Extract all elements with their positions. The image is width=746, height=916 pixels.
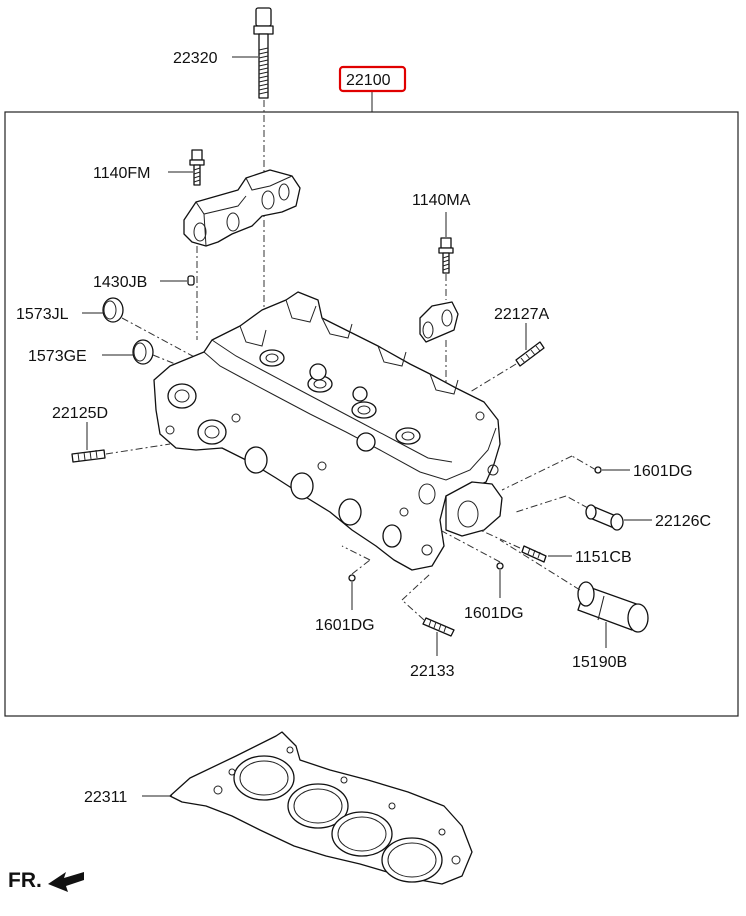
label-1573JL: 1573JL <box>16 306 69 323</box>
label-1601DG-bottom-middle: 1601DG <box>464 605 524 622</box>
label-1601DG-right: 1601DG <box>633 463 693 480</box>
plug-1601DG-right[interactable] <box>594 466 602 474</box>
camshaft-bearing-cap-front[interactable] <box>183 169 301 247</box>
dowel-pin-1430JB[interactable] <box>187 275 195 286</box>
plug-1601DG-bottom-left[interactable] <box>348 574 356 582</box>
front-direction-label: FR. <box>8 869 42 892</box>
label-22125D: 22125D <box>52 405 108 422</box>
stud-22125D[interactable] <box>71 449 106 463</box>
label-22126C: 22126C <box>655 513 711 530</box>
label-1151CB: 1151CB <box>575 549 632 566</box>
camshaft-bearing-cap-rear[interactable] <box>419 301 459 343</box>
plug-1573JL[interactable] <box>102 297 124 323</box>
head-bolt-22320[interactable] <box>253 7 274 99</box>
label-1140MA: 1140MA <box>412 192 471 209</box>
bolt-1140FM[interactable] <box>189 149 205 186</box>
front-arrow-icon <box>48 872 84 892</box>
stud-22127A[interactable] <box>515 341 545 367</box>
label-22320: 22320 <box>173 50 218 67</box>
label-15190B: 15190B <box>572 654 627 671</box>
sleeve-22126C[interactable] <box>585 504 624 531</box>
label-1601DG-bottom-left: 1601DG <box>315 617 375 634</box>
label-1140FM: 1140FM <box>93 165 151 182</box>
plug-1573GE[interactable] <box>132 339 154 365</box>
label-1430JB: 1430JB <box>93 274 147 291</box>
bolt-1140MA[interactable] <box>438 237 454 274</box>
label-22100: 22100 <box>346 72 391 89</box>
label-1573GE: 1573GE <box>28 348 87 365</box>
stud-22133[interactable] <box>422 617 455 637</box>
plug-1601DG-bottom-middle[interactable] <box>496 562 504 570</box>
label-22133: 22133 <box>410 663 455 680</box>
cylinder-head-22100[interactable] <box>153 291 503 571</box>
pin-1151CB[interactable] <box>521 545 547 563</box>
cylinder-15190B[interactable] <box>577 581 649 633</box>
label-22311: 22311 <box>84 789 127 806</box>
label-22127A: 22127A <box>494 306 549 323</box>
highlight-box-22100 <box>338 65 407 93</box>
head-gasket-22311[interactable] <box>169 731 473 885</box>
